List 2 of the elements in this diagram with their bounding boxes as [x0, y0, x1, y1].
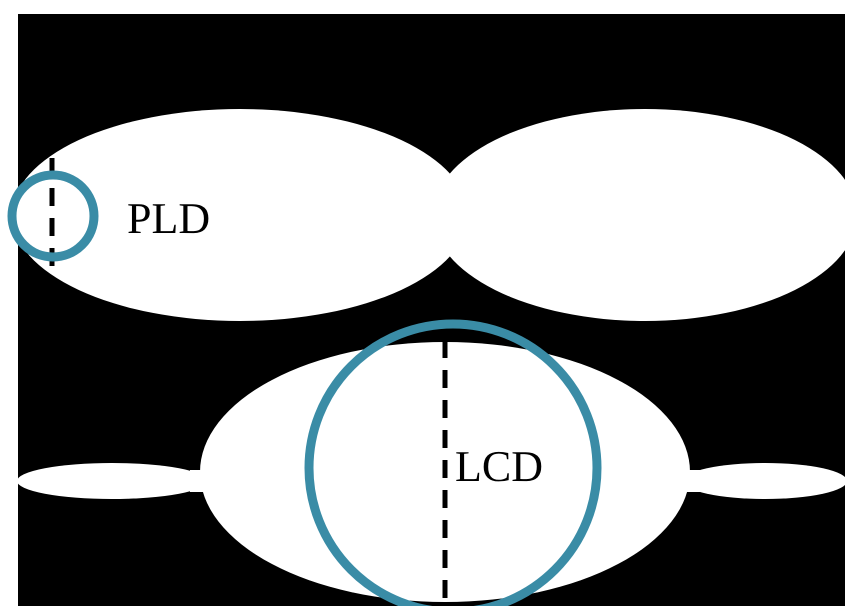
diameter-label: PLD [127, 197, 210, 241]
diameter-label: LCD [455, 445, 543, 489]
